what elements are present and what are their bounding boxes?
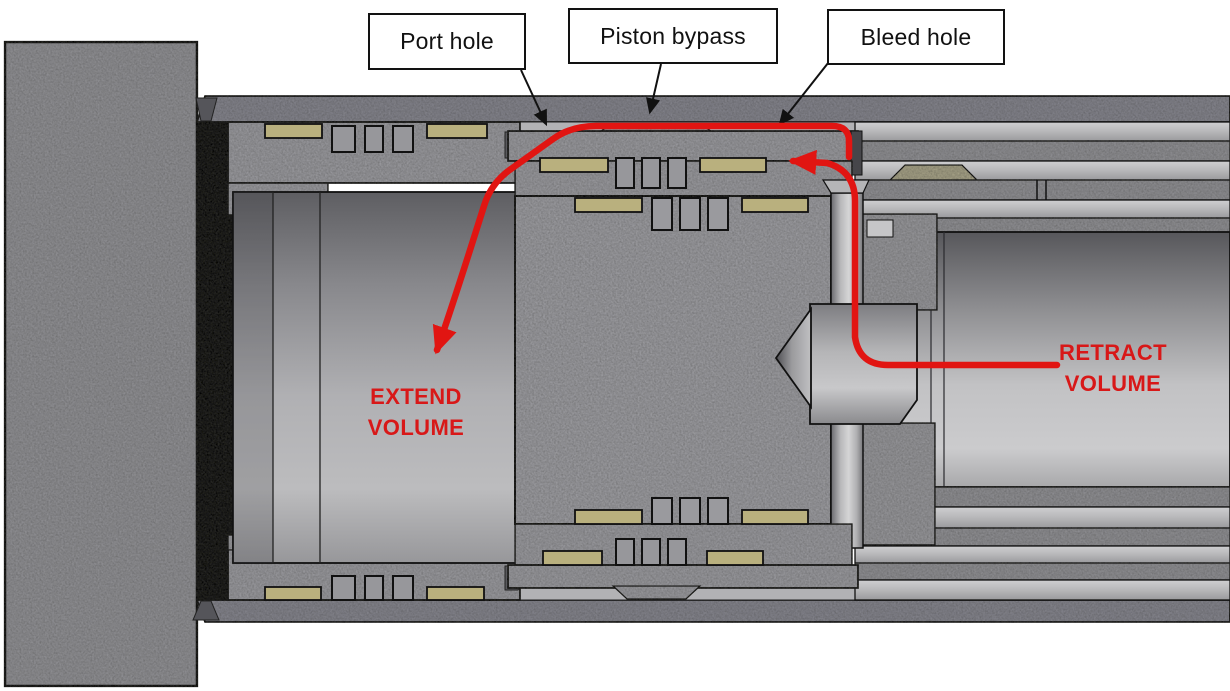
- extend-volume-line2: VOLUME: [367, 415, 465, 440]
- mount-block: [3, 40, 199, 688]
- extend-flow-path: [432, 122, 853, 355]
- retract-flow-path: [788, 149, 1061, 369]
- port-hole-leader-arrow: [520, 69, 548, 127]
- outer-barrel-top: [195, 95, 1230, 123]
- callout-port-hole-label: Port hole: [400, 28, 494, 54]
- retract-volume-line1: RETRACT: [1059, 340, 1167, 365]
- callout-piston-bypass-label: Piston bypass: [600, 22, 746, 49]
- right-gland-column-bottom: [859, 422, 936, 546]
- callout-bleed-hole: Bleed hole: [827, 9, 1005, 65]
- right-tube-layers-top: [854, 121, 1230, 238]
- outer-barrel-bottom: [192, 599, 1230, 623]
- cylinder-rod-left: [232, 191, 553, 564]
- callout-bleed-hole-label: Bleed hole: [860, 23, 972, 50]
- flow-paths: [432, 122, 1061, 369]
- piston-bypass-leader-arrow: [646, 63, 662, 115]
- end-cap-strip: [196, 121, 234, 601]
- gland-tab: [888, 164, 979, 181]
- callout-leaders: [520, 57, 833, 127]
- callout-port-hole: Port hole: [368, 13, 526, 70]
- label-retract-volume: RETRACT VOLUME: [1042, 337, 1184, 399]
- bleed-hole-leader-arrow: [778, 57, 833, 126]
- weld-chamfer-bottom: [192, 600, 220, 621]
- rod-end-cone: [774, 306, 812, 410]
- retract-volume-line2: VOLUME: [1064, 371, 1162, 396]
- right-gland-notch: [866, 219, 894, 238]
- sleeve-bump-bottom: [611, 585, 702, 600]
- label-extend-volume: EXTEND VOLUME: [346, 381, 486, 443]
- weld-chamfer-top: [195, 97, 218, 122]
- stem-cap: [821, 179, 870, 194]
- seals: [264, 123, 809, 601]
- callout-piston-bypass: Piston bypass: [568, 8, 778, 64]
- extend-volume-line1: EXTEND: [370, 384, 462, 409]
- bypass-sleeve-bottom: [507, 564, 859, 589]
